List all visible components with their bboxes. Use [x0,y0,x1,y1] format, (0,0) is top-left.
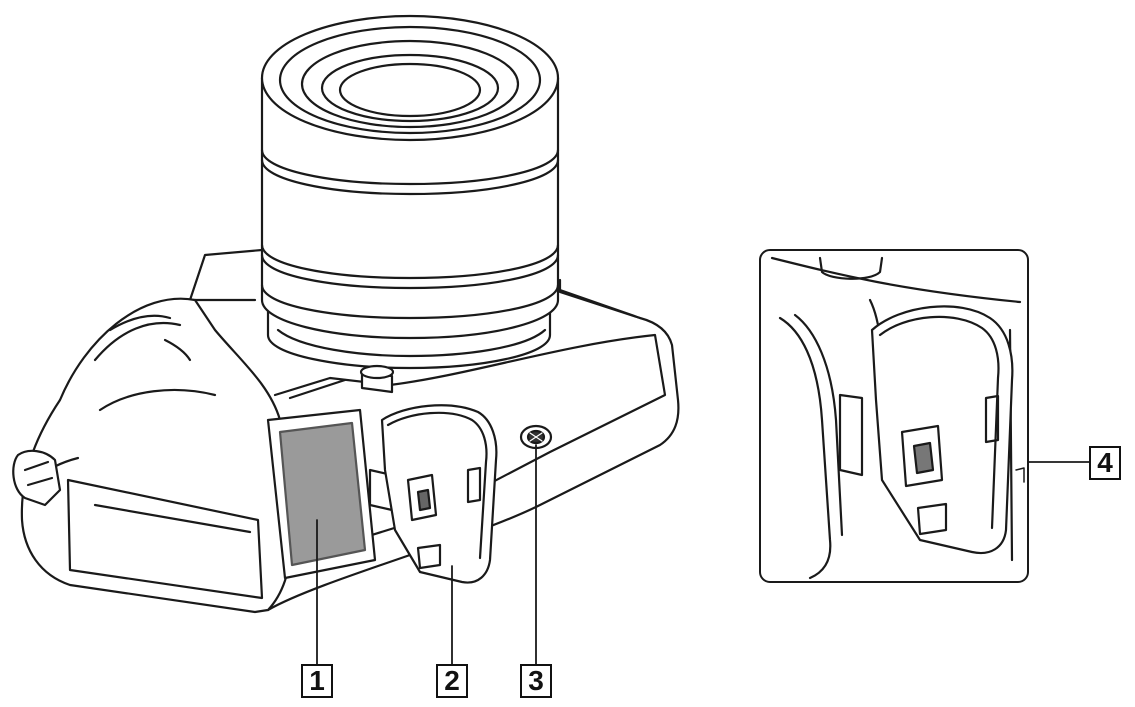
callout-2: 2 [436,664,468,698]
callout-3: 3 [520,664,552,698]
lens [260,14,560,394]
battery-cover [368,404,498,584]
callout-4: 4 [1089,446,1121,480]
battery-compartment [266,408,377,580]
callout-1: 1 [301,664,333,698]
inset-detail [759,249,1029,583]
